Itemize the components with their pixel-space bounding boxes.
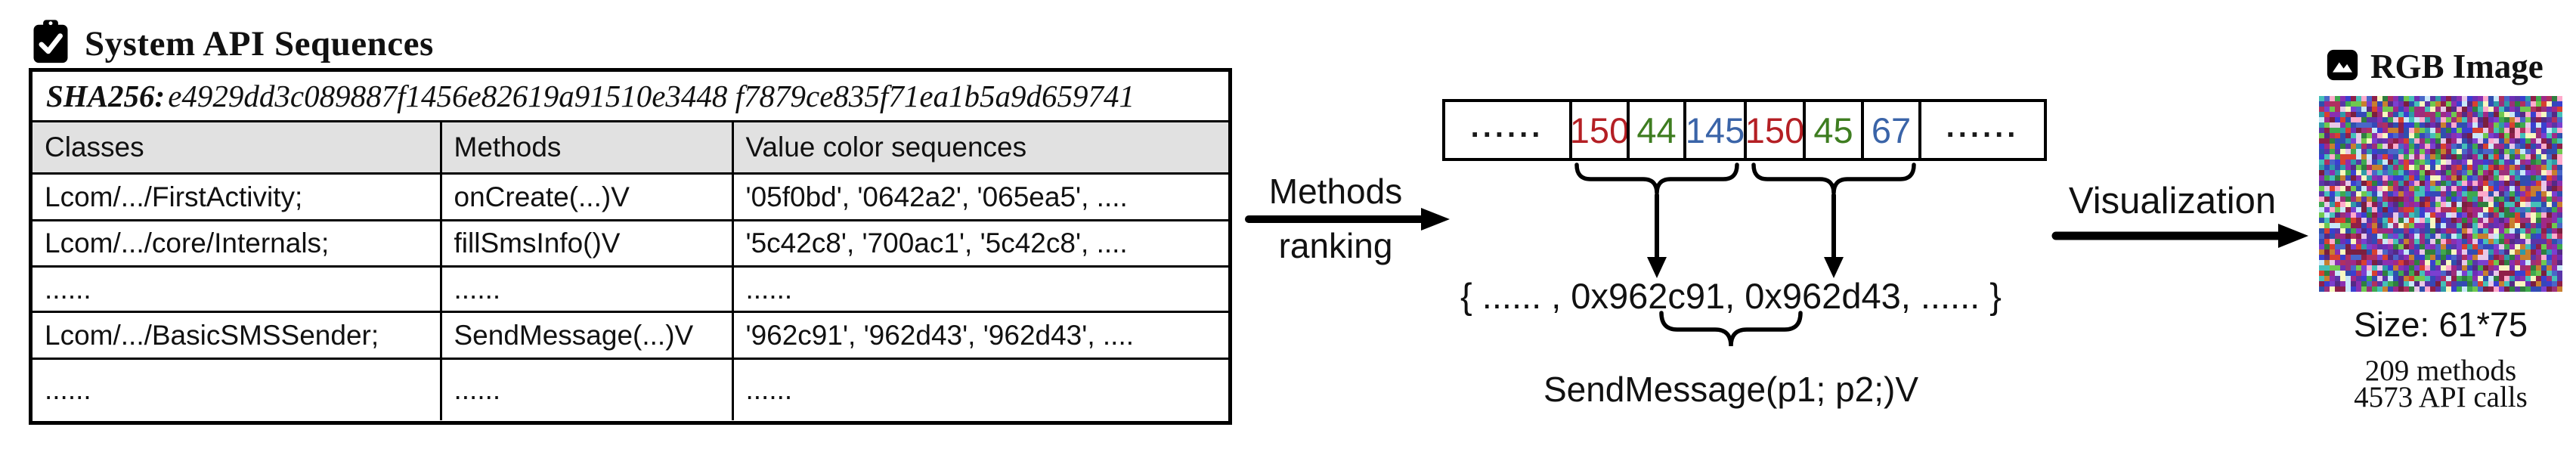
strip-cell: 145 [1683, 102, 1745, 158]
rgb-noise-image [2319, 96, 2562, 292]
methods-ranking-label-top: Methods [1268, 172, 1403, 211]
table-cell: ...... [439, 358, 732, 420]
table-cell: Lcom/.../core/Internals; [33, 220, 441, 268]
methods-count-label: 209 methods [2364, 354, 2517, 387]
table-cell: '962c91', '962d43', '962d43', .... [731, 311, 1228, 360]
table-cell: '05f0bd', '0642a2', '065ea5', .... [731, 173, 1228, 221]
strip-cell: 150 [1744, 102, 1804, 158]
rgb-image-header: RGB Image [2325, 47, 2543, 86]
strip-cell: 45 [1803, 102, 1861, 158]
table-row: Lcom/.../core/Internals;fillSmsInfo()V'5… [33, 220, 1228, 268]
column-header-classes: Classes [33, 122, 441, 175]
clipboard-check-icon [30, 18, 71, 69]
table-body: Lcom/.../FirstActivity;onCreate(...)V'05… [33, 173, 1228, 420]
sha256-row: SHA256: e4929dd3c089887f1456e82619a91510… [33, 72, 1228, 122]
table-cell: Lcom/.../BasicSMSSender; [33, 311, 441, 360]
table-row: .................. [33, 266, 1228, 313]
table-cell: fillSmsInfo()V [439, 220, 732, 268]
image-icon [2325, 48, 2360, 86]
api-sequences-table: SHA256: e4929dd3c089887f1456e82619a91510… [29, 68, 1232, 425]
sha256-label: SHA256: [46, 79, 166, 113]
page-title: System API Sequences [85, 23, 434, 63]
table-cell: ...... [731, 358, 1228, 420]
api-calls-count-label: 4573 API calls [2354, 381, 2528, 413]
table-row: Lcom/.../BasicSMSSender;SendMessage(...)… [33, 311, 1228, 360]
methods-ranking-label-bottom: ranking [1278, 226, 1393, 265]
system-api-sequences-header: System API Sequences [30, 18, 434, 69]
table-cell: ...... [439, 266, 732, 313]
strip-cell: 44 [1627, 102, 1683, 158]
table-row: .................. [33, 358, 1228, 420]
column-header-methods: Methods [439, 122, 732, 175]
table-cell: Lcom/.../FirstActivity; [33, 173, 441, 221]
visualization-label: Visualization [2068, 181, 2277, 221]
hex-values-line: { ...... , 0x962c91, 0x962d43, ...... } [1460, 276, 2002, 316]
table-cell: onCreate(...)V [439, 173, 732, 221]
strip-cell: ...... [1918, 102, 2044, 158]
sha256-value: e4929dd3c089887f1456e82619a91510e3448 f7… [168, 79, 1135, 113]
table-cell: SendMessage(...)V [439, 311, 732, 360]
table-cell: ...... [731, 266, 1228, 313]
rgb-image-title: RGB Image [2370, 48, 2543, 85]
strip-cell: ...... [1470, 110, 1544, 144]
table-header-row: Classes Methods Value color sequences [33, 122, 1228, 175]
table-cell: ...... [33, 266, 441, 313]
method-signature-label: SendMessage(p1; p2;)V [1543, 370, 1919, 409]
strip-cell: 150 [1569, 102, 1629, 158]
table-cell: '5c42c8', '700ac1', '5c42c8', .... [731, 220, 1228, 268]
strip-cell: 67 [1861, 102, 1918, 158]
image-size-label: Size: 61*75 [2353, 305, 2528, 344]
api-table: Classes Methods Value color sequences Lc… [33, 122, 1228, 420]
table-cell: ...... [45, 374, 91, 405]
column-header-value-color-sequences: Value color sequences [731, 122, 1228, 175]
table-row: Lcom/.../FirstActivity;onCreate(...)V'05… [33, 173, 1228, 221]
